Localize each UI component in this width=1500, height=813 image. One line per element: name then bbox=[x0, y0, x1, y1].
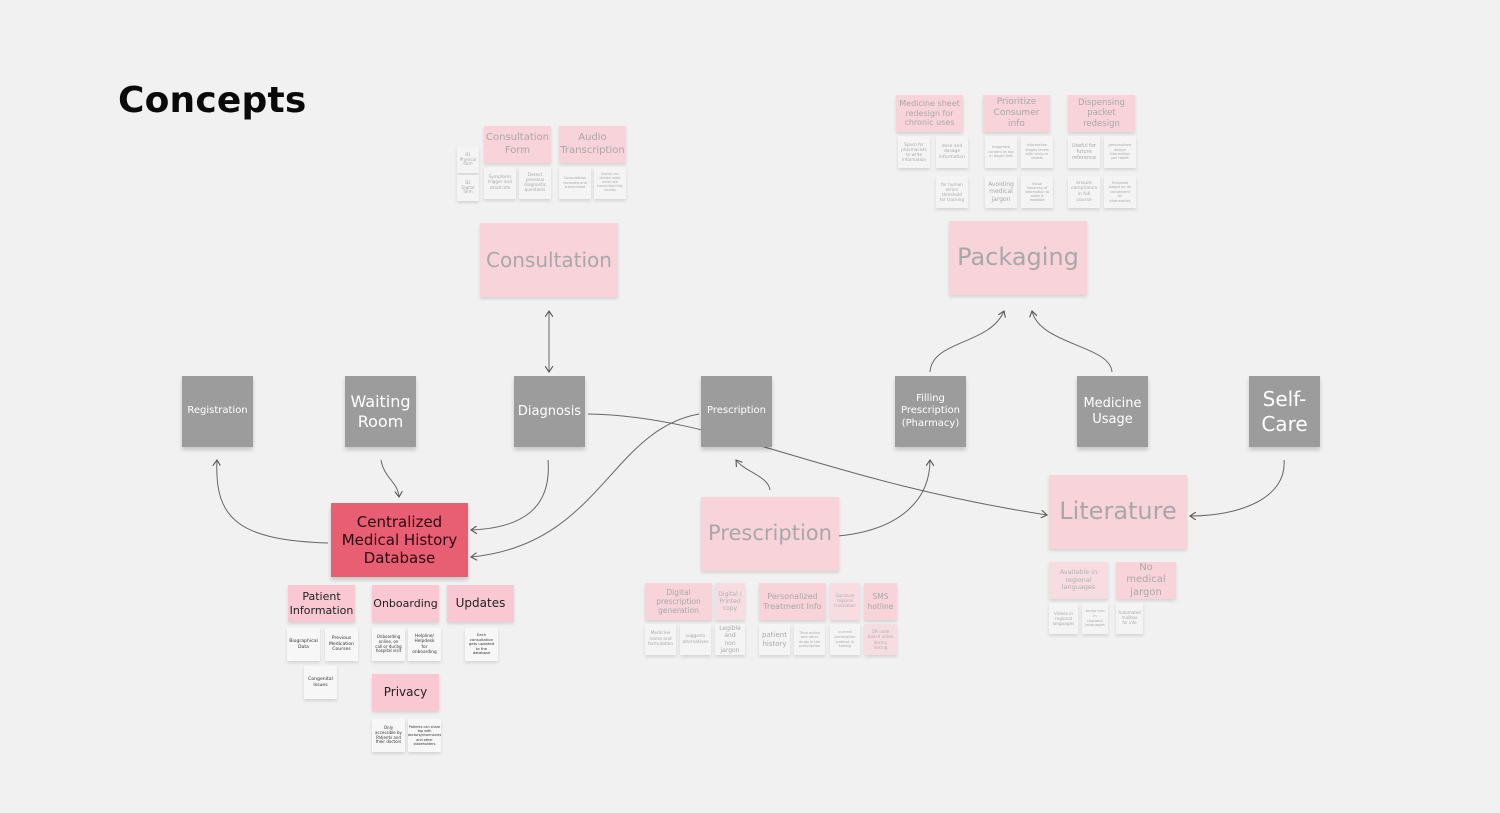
literature-note[interactable]: Literature bbox=[1049, 475, 1187, 549]
each-consultation-note[interactable]: Each consultation gets updated to the da… bbox=[465, 628, 498, 661]
ensure-compliance-note[interactable]: ensure compliance in full course bbox=[1068, 176, 1100, 208]
arrow-prescription-concept bbox=[736, 460, 771, 491]
digital-prescription-note[interactable]: Digital prescription generation bbox=[645, 583, 712, 620]
audio-transcription-note[interactable]: Audio Transcription bbox=[559, 126, 626, 163]
doctor-dictate-note[interactable]: Doctor can dictate notes which are trans… bbox=[594, 167, 626, 199]
personalised-design-note[interactable]: personalised design information per tabl… bbox=[1104, 136, 1136, 168]
symptoms-note[interactable]: Symptoms trigger and small info bbox=[484, 167, 516, 199]
registration-note[interactable]: Registration bbox=[182, 376, 253, 447]
template-pharmacies-note[interactable]: Template based on its convenient for pha… bbox=[1104, 176, 1136, 208]
visual-hierarchy-note[interactable]: Visual hierarchy of information to make … bbox=[1021, 176, 1053, 208]
prescription-step-note[interactable]: Prescription bbox=[701, 376, 772, 447]
audio-info-note[interactable]: Audio info in regional languages bbox=[1082, 603, 1108, 634]
space-pharmacists-note[interactable]: Space for pharmacists to write informati… bbox=[898, 136, 930, 168]
dose-dosage-note[interactable]: dose and dosage information bbox=[936, 136, 968, 168]
centralized-database-note[interactable]: Centralized Medical History Database bbox=[331, 503, 468, 577]
videos-regional-note[interactable]: Videos in regional languages bbox=[1049, 603, 1078, 634]
arrow-prescription-db bbox=[471, 413, 700, 557]
packaging-note[interactable]: Packaging bbox=[949, 221, 1087, 295]
patient-history-note[interactable]: patient history bbox=[759, 624, 790, 655]
time-action-note[interactable]: Time action and other drugs in the presc… bbox=[794, 624, 825, 655]
arrow-selfcare-literature bbox=[1190, 459, 1285, 516]
automated-mailbox-note[interactable]: Automated mailbox for info bbox=[1116, 603, 1143, 634]
prescription-concept-note[interactable]: Prescription bbox=[701, 497, 839, 571]
medicine-usage-note[interactable]: Medicine Usage bbox=[1077, 376, 1148, 447]
onboarding-note[interactable]: Onboarding bbox=[372, 585, 439, 622]
current-medication-note[interactable]: current medication patient is taking bbox=[830, 624, 860, 655]
future-reference-note[interactable]: Useful for future reference bbox=[1068, 136, 1100, 168]
consultation-recorded-note[interactable]: Consultation recorded and transcribed bbox=[559, 167, 591, 199]
biographical-note[interactable]: Biographical Data bbox=[287, 628, 320, 661]
privacy-note[interactable]: Privacy bbox=[372, 674, 439, 711]
self-care-note[interactable]: Self-Care bbox=[1249, 376, 1320, 447]
dispensing-packet-note[interactable]: Dispensing packet redesign bbox=[1068, 95, 1135, 132]
page-title: Concepts bbox=[118, 80, 307, 121]
helpline-note[interactable]: Helpline/ Helpdesk for onboarding bbox=[408, 628, 441, 661]
signature-translation-note[interactable]: Signature regional translation bbox=[830, 583, 860, 620]
digital-printed-note[interactable]: Digital / Printed copy bbox=[715, 583, 745, 620]
patients-can-share-note[interactable]: Patients can share tap with doctors/phar… bbox=[408, 719, 441, 752]
arrow-diagnosis-db bbox=[471, 459, 549, 530]
updates-note[interactable]: Updates bbox=[447, 585, 514, 622]
human-errors-note[interactable]: for human errors threshold for tracking bbox=[936, 176, 968, 208]
information-stages-note[interactable]: Information stages levels with icons in … bbox=[1021, 136, 1053, 168]
arrow-prescription-filling bbox=[837, 460, 930, 537]
suggests-alternatives-note[interactable]: suggests alternatives bbox=[680, 624, 711, 655]
arrow-waiting-to-db bbox=[380, 459, 399, 497]
prioritize-consumer-note[interactable]: Prioritize Consumer info bbox=[983, 95, 1050, 132]
important-content-note[interactable]: Important content at top in larger font bbox=[985, 136, 1017, 168]
consultation-form-note[interactable]: Consultation Form bbox=[484, 126, 551, 163]
onboarding-online-note[interactable]: Onboarding online, on call or during hos… bbox=[372, 628, 405, 661]
digital-form-note[interactable]: B2 Digital form bbox=[457, 175, 479, 201]
only-accessible-note[interactable]: Only accessible by Patients and their do… bbox=[372, 719, 405, 752]
congenital-note[interactable]: Congenital Issues bbox=[304, 666, 337, 699]
avoiding-jargon-note[interactable]: Avoiding medical jargon bbox=[985, 176, 1017, 208]
consultation-note[interactable]: Consultation bbox=[480, 223, 618, 297]
physical-form-note[interactable]: B1 Physical form bbox=[457, 147, 479, 173]
arrow-medicine-packaging bbox=[1032, 311, 1113, 373]
sms-hotline-note[interactable]: SMS hotline bbox=[864, 583, 897, 620]
legible-note[interactable]: Legible and non jargon bbox=[715, 624, 745, 655]
arrow-db-to-registration bbox=[217, 460, 329, 544]
personalized-treatment-note[interactable]: Personalized Treatment Info bbox=[759, 583, 826, 620]
detect-diagnosis-note[interactable]: Detect previous diagnostic questions bbox=[519, 167, 551, 199]
diagnosis-note[interactable]: Diagnosis bbox=[514, 376, 585, 447]
filling-prescription-note[interactable]: Filling Prescription (Pharmacy) bbox=[895, 376, 966, 447]
previous-medication-note[interactable]: Previous Medication Courses bbox=[325, 628, 358, 661]
medicine-sheet-note[interactable]: Medicine sheet redesign for chronic uses bbox=[896, 95, 963, 132]
available-regional-note[interactable]: Available in regional languages bbox=[1049, 562, 1108, 599]
no-medical-jargon-note[interactable]: No medical jargon bbox=[1116, 562, 1176, 599]
waiting-room-note[interactable]: Waiting Room bbox=[345, 376, 416, 447]
qr-code-note[interactable]: QR code based video library linking bbox=[864, 624, 897, 655]
patient-information-note[interactable]: Patient Information bbox=[288, 585, 355, 622]
arrow-filling-packaging bbox=[929, 311, 1004, 373]
medicine-name-note[interactable]: Medicine name and formulation bbox=[645, 624, 676, 655]
